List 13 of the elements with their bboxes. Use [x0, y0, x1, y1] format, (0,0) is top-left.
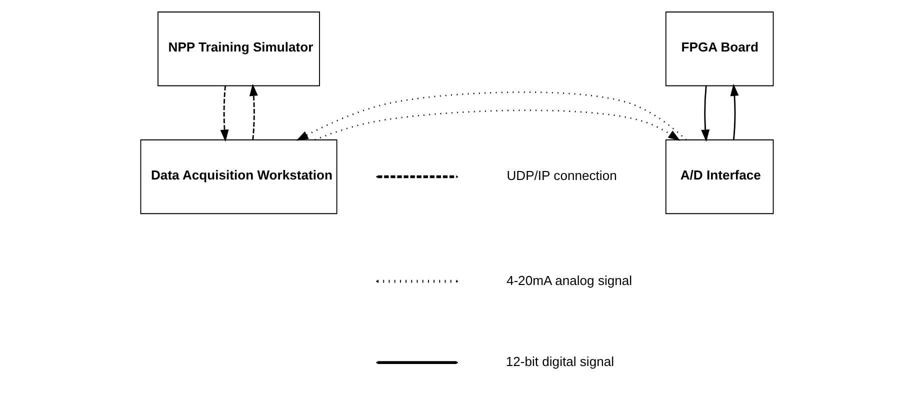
legend-label: 4-20mA analog signal — [506, 272, 632, 288]
node-box: A/D Interface — [665, 139, 774, 214]
arrow — [701, 86, 710, 142]
legend-label: 12-bit digital signal — [506, 354, 614, 370]
arrow — [249, 84, 258, 140]
arrow — [296, 92, 687, 141]
arrow — [314, 110, 680, 141]
legend-label: UDP/IP connection — [506, 168, 617, 184]
node-box: NPP Training Simulator — [158, 12, 320, 86]
node-box: FPGA Board — [665, 12, 774, 86]
node-box: Data Acquisition Workstation — [140, 139, 338, 214]
arrow — [220, 86, 229, 142]
arrow — [730, 84, 739, 140]
